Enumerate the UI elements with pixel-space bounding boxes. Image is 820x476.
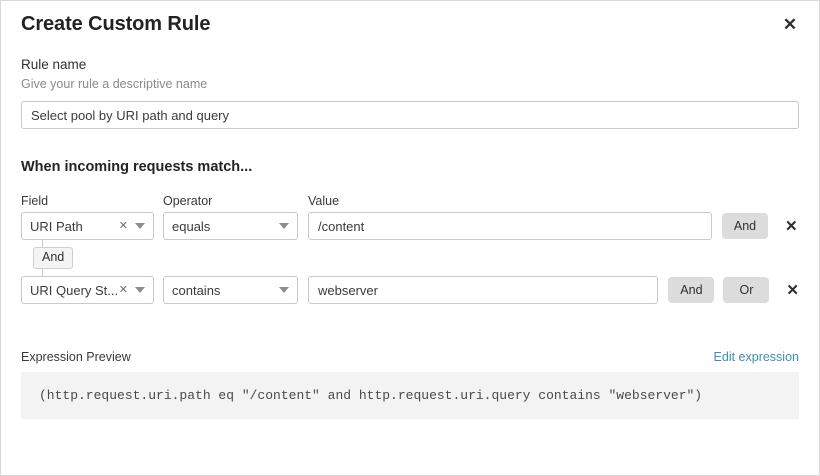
expression-preview-section: Expression Preview Edit expression (http… xyxy=(21,350,799,419)
column-header-operator: Operator xyxy=(163,194,213,208)
column-header-value: Value xyxy=(308,194,340,208)
field-select-1-value: URI Path xyxy=(30,218,83,234)
remove-condition-2-icon[interactable]: ✕ xyxy=(786,281,799,299)
edit-expression-link[interactable]: Edit expression xyxy=(713,350,799,364)
operator-select-2-value: contains xyxy=(172,282,221,298)
condition-row: URI Query St... ✕ contains And Or ✕ xyxy=(21,276,799,304)
rule-name-label: Rule name xyxy=(21,57,87,72)
chevron-down-icon xyxy=(279,287,289,293)
close-icon[interactable]: ✕ xyxy=(779,13,801,35)
rule-name-block: Rule name Give your rule a descriptive n… xyxy=(21,56,799,129)
clear-icon[interactable]: ✕ xyxy=(118,283,128,296)
expression-preview-label: Expression Preview xyxy=(21,350,131,364)
expression-preview-header: Expression Preview Edit expression xyxy=(21,350,799,364)
and-button-row-2[interactable]: And xyxy=(668,277,715,303)
dialog-header: Create Custom Rule ✕ xyxy=(21,1,799,36)
rule-name-help-text: Give your rule a descriptive name xyxy=(21,77,208,91)
operator-select-1-value: equals xyxy=(172,218,211,234)
condition-row: URI Path ✕ equals And ✕ xyxy=(21,212,799,240)
chevron-down-icon xyxy=(135,287,145,293)
chevron-down-icon xyxy=(135,223,145,229)
dialog-title: Create Custom Rule xyxy=(21,13,211,35)
rule-name-input[interactable] xyxy=(21,101,799,129)
condition-column-headers: Field Operator Value xyxy=(21,194,799,208)
and-button-row-1[interactable]: And xyxy=(722,213,768,239)
column-header-field: Field xyxy=(21,194,49,208)
connector-and-badge[interactable]: And xyxy=(33,247,74,269)
or-button-row-2[interactable]: Or xyxy=(723,277,770,303)
value-input-2[interactable] xyxy=(308,276,659,304)
value-input-1[interactable] xyxy=(308,212,712,240)
expression-preview-text: (http.request.uri.path eq "/content" and… xyxy=(21,372,799,419)
operator-select-1[interactable]: equals xyxy=(163,212,298,240)
remove-condition-1-icon[interactable]: ✕ xyxy=(785,217,798,235)
chevron-down-icon xyxy=(279,223,289,229)
condition-connector: And xyxy=(21,240,163,276)
field-select-2-value: URI Query St... xyxy=(30,282,117,298)
field-select-2[interactable]: URI Query St... ✕ xyxy=(21,276,154,304)
clear-icon[interactable]: ✕ xyxy=(118,219,128,232)
operator-select-2[interactable]: contains xyxy=(163,276,298,304)
match-section-title: When incoming requests match... xyxy=(21,159,253,175)
field-select-1[interactable]: URI Path ✕ xyxy=(21,212,154,240)
